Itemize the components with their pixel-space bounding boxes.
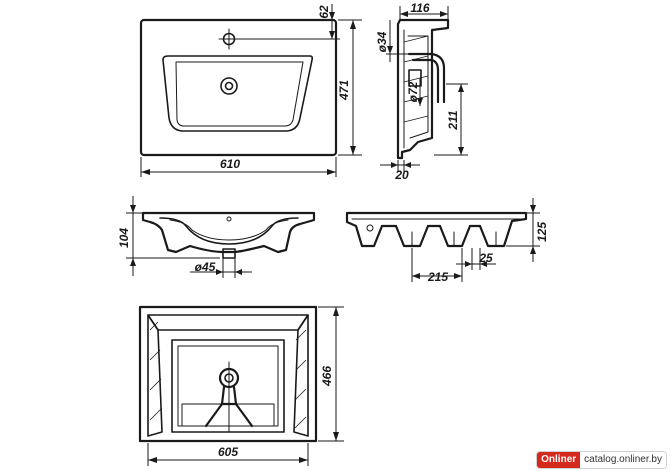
dim-label-34: ø34 [375, 31, 389, 52]
dim-label-45: ø45 [195, 260, 216, 274]
dim-label-471: 471 [337, 80, 351, 101]
top-view-drain [220, 77, 238, 95]
dim-label-211: 211 [446, 110, 460, 130]
dim-label-605: 605 [218, 445, 238, 459]
front-view-drain-stub [222, 248, 236, 259]
dim-label-125: 125 [535, 222, 549, 242]
dim-label-466: 466 [320, 366, 334, 387]
bottom-view-outline [138, 305, 318, 443]
top-view: 610 471 62 [139, 4, 362, 177]
bottom-view: 466 605 [138, 305, 344, 466]
dim-label-104: 104 [117, 228, 131, 248]
bottom-view-rim-inner [147, 314, 309, 331]
top-view-drain-inner [224, 81, 234, 91]
side-view-inner-wall [403, 29, 429, 149]
front-view-basin-inner [169, 219, 289, 241]
bottom-view-front-ledge [181, 403, 275, 427]
profile-view-outline [345, 211, 528, 248]
bottom-view-hatch [149, 321, 307, 429]
front-view-basin-curve [159, 217, 299, 245]
profile-view-ribs [411, 231, 497, 247]
dim-label-215: 215 [427, 270, 448, 284]
side-view-hatch [403, 35, 429, 123]
front-view-outline [141, 211, 316, 254]
watermark-text: catalog.onliner.by [580, 452, 666, 468]
front-view: 104 ø45 [117, 196, 316, 278]
top-view-basin-inner [175, 61, 304, 127]
profile-view: 125 215 25 [345, 198, 549, 284]
dim-label-72: ø72 [406, 81, 420, 102]
dim-label-62: 62 [317, 5, 331, 19]
side-view-trap [408, 69, 422, 87]
bottom-view-basin [171, 339, 285, 433]
side-view-outline [396, 18, 450, 160]
watermark: Onliner catalog.onliner.by [537, 452, 666, 468]
top-view-basin [162, 55, 314, 132]
bottom-view-right-wall [293, 314, 309, 437]
top-view-outline [139, 18, 338, 157]
profile-view-hole [366, 224, 374, 232]
front-view-tap-mark [226, 216, 232, 222]
side-view: 116 ø34 ø72 211 20 [375, 1, 468, 182]
bottom-view-left-wall [147, 314, 163, 437]
dim-label-610: 610 [220, 157, 240, 171]
side-view-drain-pipe [407, 52, 446, 104]
dim-label-116: 116 [410, 1, 429, 15]
dim-label-20: 20 [394, 168, 409, 182]
dim-label-25: 25 [478, 251, 493, 265]
watermark-logo: Onliner [537, 452, 581, 468]
